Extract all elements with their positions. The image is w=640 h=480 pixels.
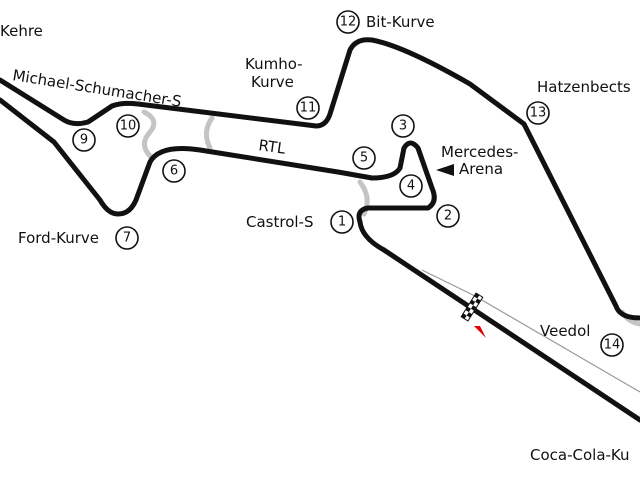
track-main <box>357 219 640 423</box>
corner-12: 12 <box>336 10 360 34</box>
svg-text:7: 7 <box>123 231 131 246</box>
svg-text:12: 12 <box>340 15 357 30</box>
label-mercedes-line2: Arena <box>459 160 503 178</box>
corner-5: 5 <box>352 146 376 170</box>
alternative-layout <box>141 109 640 327</box>
corner-10: 10 <box>116 114 140 138</box>
corner-2: 2 <box>436 204 460 228</box>
alt-section-rtl-link <box>204 115 215 151</box>
label-ford-kurve: Ford-Kurve <box>18 229 99 247</box>
svg-text:1: 1 <box>338 215 346 230</box>
label-rtl: RTL <box>257 136 287 158</box>
svg-text:5: 5 <box>360 151 368 166</box>
alt-section-schumacher-s <box>141 109 157 161</box>
corner-1: 1 <box>330 210 354 234</box>
corner-11: 11 <box>296 96 320 120</box>
corner-6: 6 <box>162 159 186 183</box>
label-kumho-line2: Kurve <box>251 73 294 91</box>
corner-13: 13 <box>526 101 550 125</box>
label-hatzenbach: Hatzenbects <box>537 78 631 96</box>
svg-text:13: 13 <box>530 106 547 121</box>
svg-text:4: 4 <box>407 179 415 194</box>
label-veedol: Veedol <box>540 322 590 340</box>
svg-text:6: 6 <box>170 164 178 179</box>
start-finish-line <box>460 292 484 322</box>
svg-text:10: 10 <box>120 119 137 134</box>
track-north-loop <box>0 97 437 225</box>
track-back-straight <box>0 37 640 321</box>
svg-text:14: 14 <box>604 338 621 353</box>
label-coca-cola: Coca-Cola-Ku <box>530 446 630 464</box>
label-kumho-line1: Kumho- <box>245 55 303 73</box>
svg-text:11: 11 <box>300 101 317 116</box>
svg-text:9: 9 <box>80 133 88 148</box>
mercedes-arena-pointer <box>436 164 454 176</box>
label-castrol-s: Castrol-S <box>246 213 313 231</box>
start-direction-arrow <box>474 326 486 338</box>
corner-4: 4 <box>399 174 423 198</box>
corner-7: 7 <box>115 226 139 250</box>
label-bit-kurve: Bit-Kurve <box>366 13 435 31</box>
corner-14: 14 <box>600 333 624 357</box>
corner-9: 9 <box>72 128 96 152</box>
svg-text:2: 2 <box>444 209 452 224</box>
corner-3: 3 <box>391 114 415 138</box>
label-kehre: Kehre <box>0 22 43 40</box>
label-mercedes-line1: Mercedes- <box>441 143 518 161</box>
svg-text:3: 3 <box>399 119 407 134</box>
